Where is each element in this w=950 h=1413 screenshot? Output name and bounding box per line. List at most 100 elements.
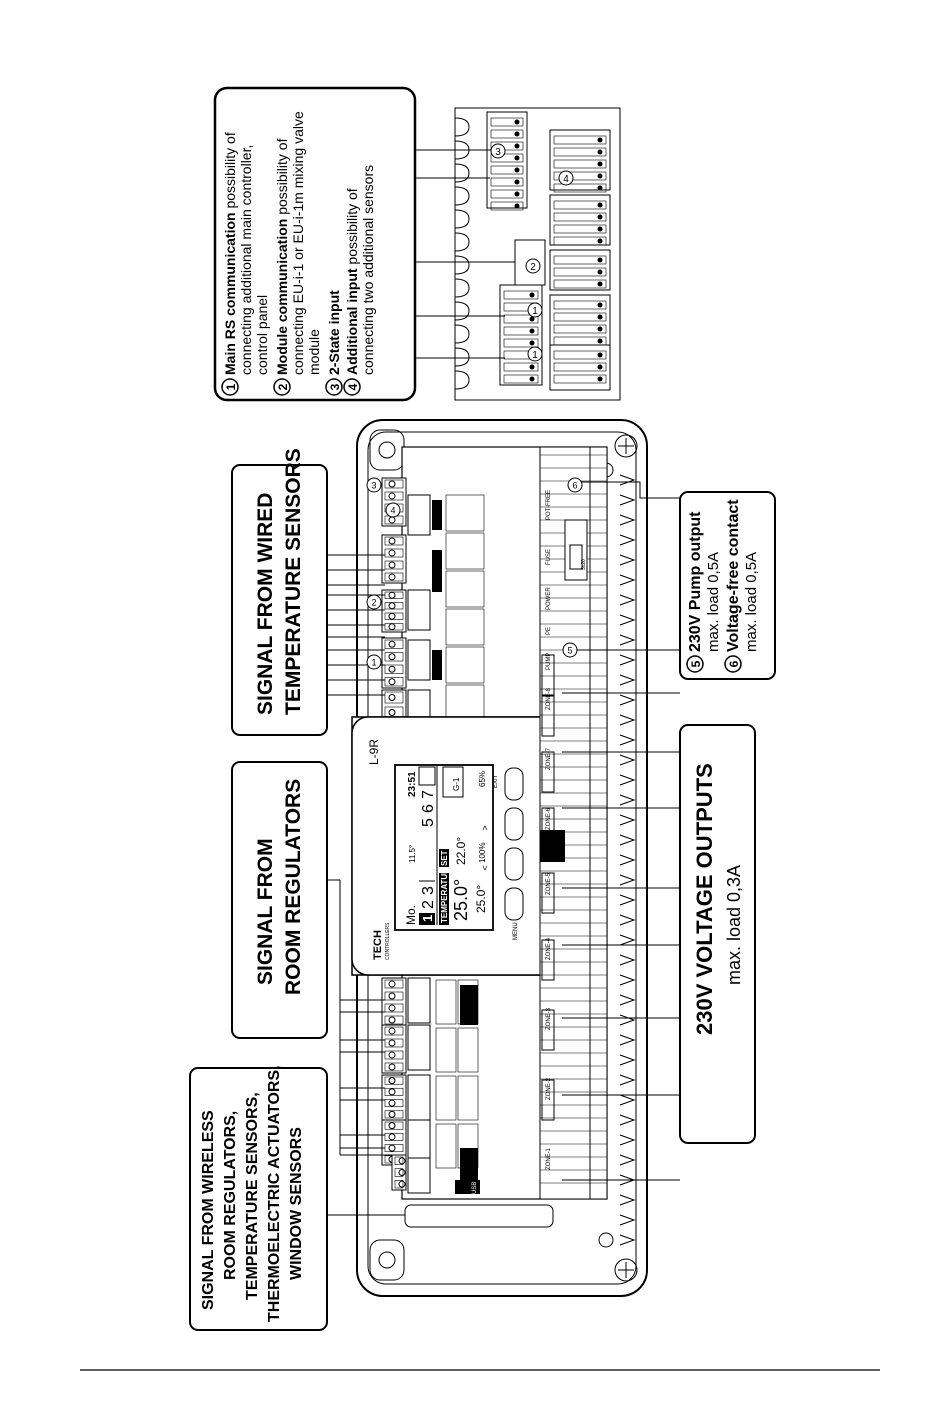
- inset-screw: [597, 338, 603, 344]
- inset-screw: [597, 364, 603, 370]
- svg-text:2: 2: [420, 900, 437, 909]
- inset-terminal: [490, 117, 524, 127]
- svg-text:7: 7: [420, 790, 437, 799]
- inset-terminal: [553, 135, 607, 145]
- terminal: [384, 560, 404, 570]
- terminal: [384, 1121, 404, 1130]
- housing-rib: [619, 494, 636, 506]
- svg-text:2: 2: [530, 262, 536, 273]
- label-voltage-outputs: 230V VOLTAGE OUTPUTS max. load 0,3A: [679, 724, 756, 1144]
- exit-button[interactable]: EXIT: [493, 767, 524, 801]
- legend-item-1: 1 Main RS communication possibility of c…: [221, 132, 270, 396]
- terminal: [384, 1003, 404, 1013]
- terminal: [384, 979, 404, 989]
- terminal: [384, 491, 404, 501]
- inset-screw: [529, 340, 535, 346]
- connector-cap: [407, 639, 431, 681]
- output-terminal-strip: ZONE-1ZONE-2ZONE-3ZONE-4ZONE-5ZONE-6ZONE…: [539, 446, 608, 1200]
- inset-terminal: [490, 141, 524, 151]
- terminal-block: [381, 477, 407, 527]
- housing-rib: [619, 874, 636, 886]
- down-button[interactable]: >: [480, 807, 524, 841]
- legend-item-4: 4 Additional input possibility of connec…: [343, 165, 376, 396]
- svg-text:6: 6: [727, 660, 741, 667]
- up-button[interactable]: <: [480, 847, 524, 881]
- inset-screw: [597, 376, 603, 382]
- housing-rib: [619, 1214, 636, 1226]
- inset-terminal: [553, 312, 607, 322]
- output-zone-label: ZONE-3: [546, 1007, 552, 1030]
- zone-label-cell: [457, 979, 479, 1025]
- svg-text:USB: USB: [472, 1182, 478, 1194]
- inset-bump: [454, 370, 470, 390]
- zone-label-cell: [435, 1027, 457, 1073]
- svg-text:WINDOW SENSORS: WINDOW SENSORS: [288, 1127, 305, 1280]
- terminal-block: [381, 977, 407, 1027]
- inset-bump: [454, 163, 470, 183]
- terminal: [384, 479, 404, 489]
- mounting-hole-bl: [369, 1239, 405, 1281]
- connector-cap: [407, 977, 431, 1024]
- housing-rib: [619, 774, 636, 786]
- terminal-block: [381, 589, 407, 633]
- power-label: PE: [546, 627, 552, 635]
- inset-terminal: [553, 159, 607, 169]
- terminal: [384, 691, 404, 704]
- svg-text:230V Pump output: 230V Pump output: [687, 511, 704, 652]
- inset-terminal: [553, 236, 607, 246]
- wired-sensor-terminals: [381, 477, 485, 722]
- terminal: [384, 664, 404, 674]
- inset-screw: [529, 376, 535, 382]
- svg-text:3: 3: [495, 147, 501, 158]
- zone-label-cell: [457, 1123, 479, 1169]
- housing-rib: [619, 614, 636, 626]
- legend-item-2: 2 Module communication possibility of co…: [273, 111, 322, 396]
- terminal: [384, 1076, 404, 1085]
- output-black-block: [540, 830, 565, 862]
- zone-label-cell: [457, 1027, 479, 1073]
- terminal-screw: [388, 549, 396, 557]
- terminal: [384, 536, 404, 546]
- output-zone-label: ZONE-2: [546, 1077, 552, 1100]
- antenna: [404, 1204, 554, 1228]
- inset-terminal: [503, 290, 539, 300]
- svg-text:SIGNAL FROM: SIGNAL FROM: [254, 838, 277, 985]
- zone-label-box: [541, 1079, 555, 1121]
- inset-terminal: [553, 279, 607, 289]
- terminal-screw: [388, 665, 396, 673]
- svg-text:Voltage-free contact: Voltage-free contact: [725, 499, 742, 652]
- terminal: [384, 1026, 404, 1036]
- callout-number: 3: [371, 481, 376, 491]
- label-bar: [460, 1148, 478, 1180]
- housing-rib: [619, 574, 636, 586]
- inset-terminal: [490, 153, 524, 163]
- terminal-screw: [388, 1016, 396, 1024]
- inset-screw: [529, 292, 535, 298]
- housing-rib: [619, 1194, 636, 1206]
- terminal-screw: [388, 694, 396, 701]
- callout-number: 1: [371, 658, 376, 668]
- svg-text:3: 3: [420, 886, 437, 895]
- svg-text:1: 1: [224, 383, 238, 390]
- inset-bump: [454, 347, 470, 367]
- strip-edge: [589, 446, 608, 1200]
- inset-terminal: [553, 224, 607, 234]
- callout-marker: [366, 594, 382, 610]
- inset-screw: [597, 149, 603, 155]
- inset-screw: [597, 137, 603, 143]
- terminal-screw: [388, 992, 396, 1000]
- svg-text:connecting EU-i-1 or EU-i-1m m: connecting EU-i-1 or EU-i-1m mixing valv…: [290, 111, 306, 375]
- inset-screw: [514, 155, 520, 161]
- inset-terminal: [503, 362, 539, 372]
- inset-screw: [514, 131, 520, 137]
- housing-rib: [619, 794, 636, 806]
- usb-port[interactable]: [455, 1180, 480, 1194]
- terminal: [394, 1168, 404, 1177]
- menu-button[interactable]: MENU: [504, 887, 524, 940]
- svg-text:TEMPERATURE SENSORS: TEMPERATURE SENSORS: [282, 448, 305, 715]
- svg-text:control panel: control panel: [254, 295, 270, 375]
- terminal-screw: [388, 561, 396, 569]
- housing-rib: [619, 514, 636, 526]
